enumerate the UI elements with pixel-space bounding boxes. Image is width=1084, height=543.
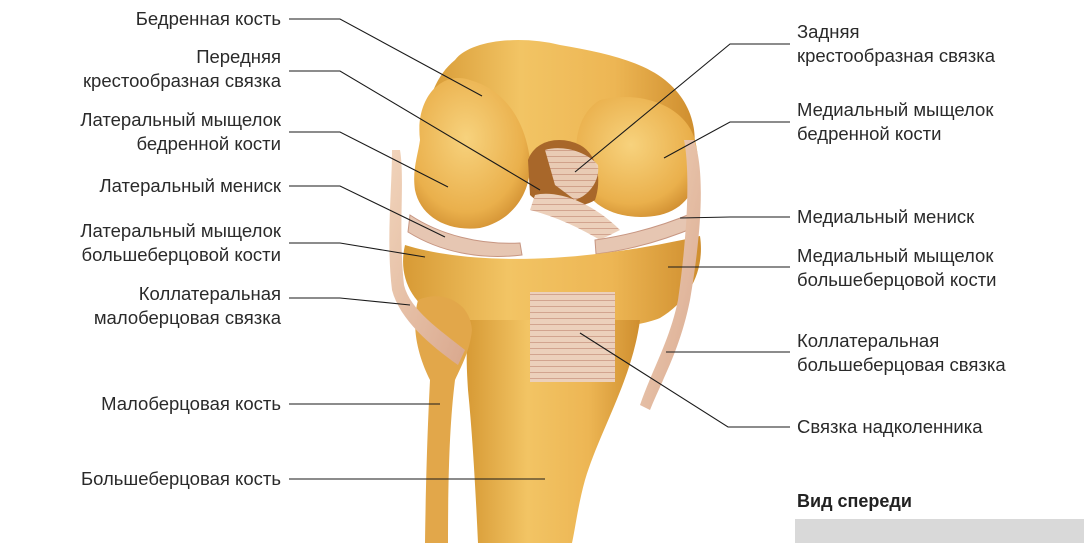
label-lat-tibial-condyle-line-2: большеберцовой кости (80, 243, 281, 267)
label-femur: Бедренная кость (136, 7, 281, 31)
patellar-ligament-shape (530, 292, 615, 382)
leader-fibular-collateral (289, 298, 410, 305)
label-med-meniscus-line: Медиальный мениск (797, 205, 974, 229)
label-lat-tibial-condyle-line-1: Латеральный мыщелок (80, 219, 281, 243)
label-tibial-collateral: Коллатеральная большеберцовая связка (797, 329, 1006, 377)
label-fibular-collateral-line-2: малоберцовая связка (94, 306, 281, 330)
label-fibular-collateral: Коллатеральная малоберцовая связка (94, 282, 281, 330)
label-fibular-collateral-line-1: Коллатеральная (94, 282, 281, 306)
label-acl-line-1: Передняя (83, 45, 281, 69)
label-med-femoral-condyle-line-2: бедренной кости (797, 122, 993, 146)
label-med-tibial-condyle: Медиальный мыщелок большеберцовой кости (797, 244, 997, 292)
label-tibial-collateral-line-1: Коллатеральная (797, 329, 1006, 353)
label-med-tibial-condyle-line-1: Медиальный мыщелок (797, 244, 997, 268)
view-title: Вид спереди (797, 491, 912, 512)
label-med-tibial-condyle-line-2: большеберцовой кости (797, 268, 997, 292)
leader-med-meniscus (680, 217, 790, 218)
view-title-bar (795, 519, 1084, 543)
label-lat-tibial-condyle: Латеральный мыщелок большеберцовой кости (80, 219, 281, 267)
label-femur-line: Бедренная кость (136, 7, 281, 31)
label-patellar-ligament-line: Связка надколенника (797, 415, 983, 439)
label-pcl-line-2: крестообразная связка (797, 44, 995, 68)
label-patellar-ligament: Связка надколенника (797, 415, 983, 439)
label-acl-line-2: крестообразная связка (83, 69, 281, 93)
label-med-femoral-condyle: Медиальный мыщелок бедренной кости (797, 98, 993, 146)
label-lat-meniscus-line: Латеральный мениск (100, 174, 281, 198)
label-fibula: Малоберцовая кость (101, 392, 281, 416)
label-tibia: Большеберцовая кость (81, 467, 281, 491)
label-tibial-collateral-line-2: большеберцовая связка (797, 353, 1006, 377)
label-lat-femoral-condyle-line-2: бедренной кости (80, 132, 281, 156)
label-tibia-line: Большеберцовая кость (81, 467, 281, 491)
label-lat-femoral-condyle: Латеральный мыщелок бедренной кости (80, 108, 281, 156)
label-lat-meniscus: Латеральный мениск (100, 174, 281, 198)
label-med-meniscus: Медиальный мениск (797, 205, 974, 229)
label-fibula-line: Малоберцовая кость (101, 392, 281, 416)
label-lat-femoral-condyle-line-1: Латеральный мыщелок (80, 108, 281, 132)
label-pcl: Задняя крестообразная связка (797, 20, 995, 68)
label-med-femoral-condyle-line-1: Медиальный мыщелок (797, 98, 993, 122)
label-pcl-line-1: Задняя (797, 20, 995, 44)
label-acl: Передняя крестообразная связка (83, 45, 281, 93)
